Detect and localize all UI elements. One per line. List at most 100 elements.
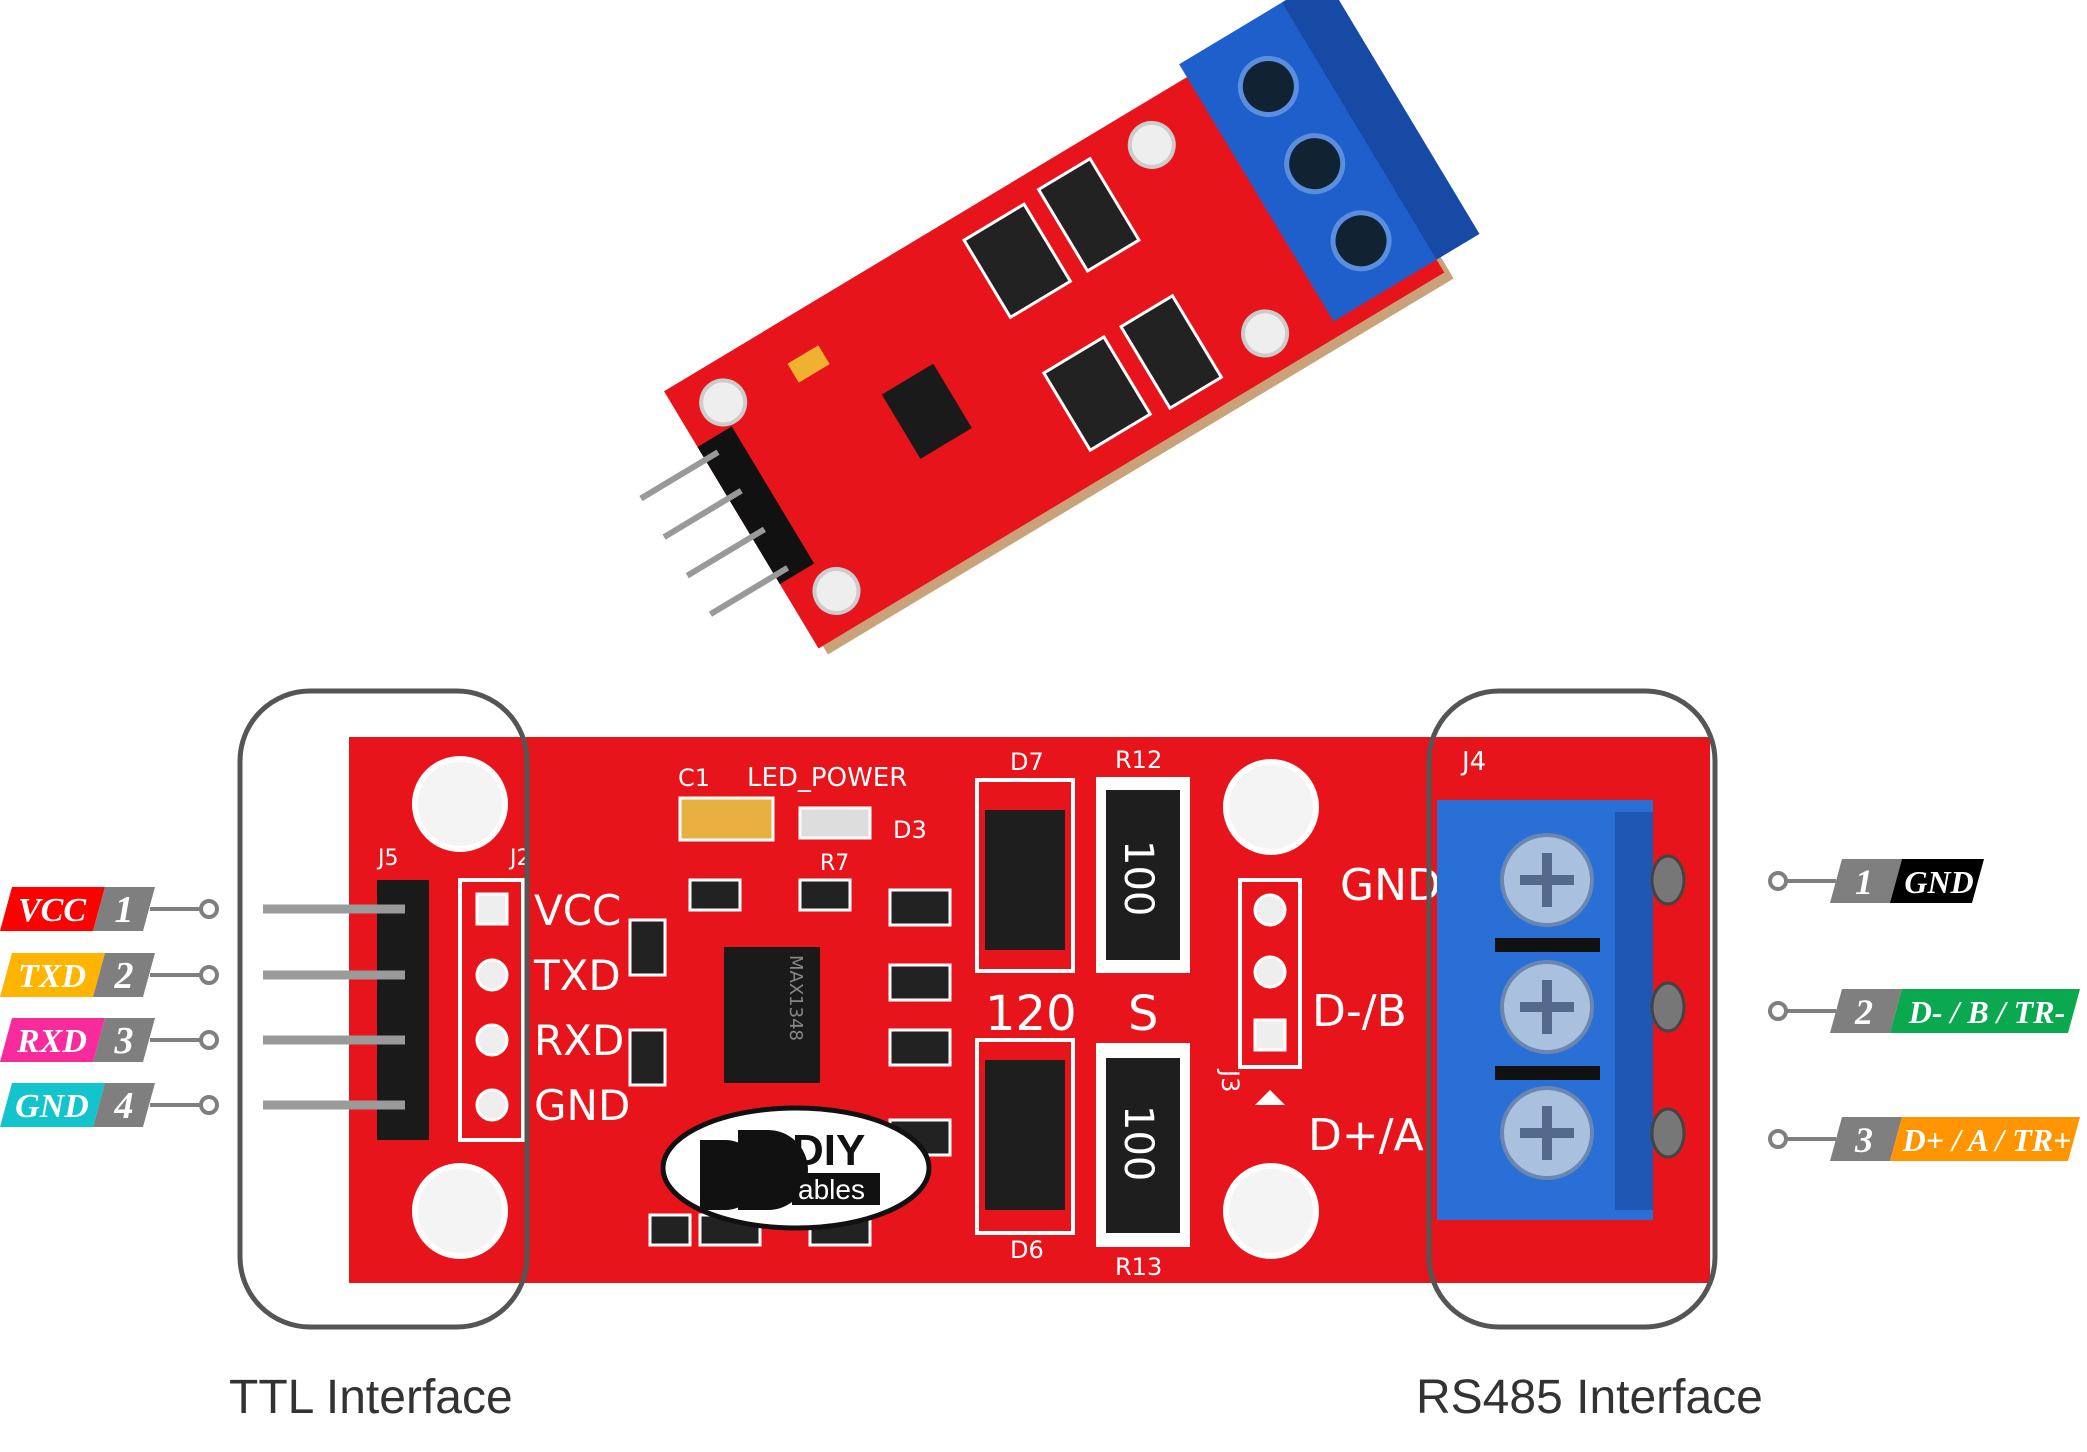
- pin-name: GND: [15, 1088, 89, 1125]
- pin-name-tag: [0, 1083, 105, 1127]
- pin-header: [697, 426, 815, 585]
- pin-name-tag: [1890, 859, 1984, 903]
- chip: [881, 363, 972, 459]
- mount-hole: [1127, 120, 1176, 169]
- diyables-logo: DIY ables: [660, 1105, 932, 1231]
- diode-d6: [985, 1060, 1065, 1210]
- pin-number: 2: [1854, 992, 1873, 1032]
- pin-header: [377, 880, 429, 1140]
- silk-txd: TXD: [533, 951, 621, 1000]
- silkscreen-box: [458, 878, 525, 1142]
- silk-d-minus-b: D-/B: [1312, 986, 1407, 1037]
- silk-j5: J5: [376, 846, 399, 871]
- module-board: J5 J2 VCC TXD RXD GND C1 LED_POWER D3 R7…: [263, 737, 1710, 1283]
- silk-r7: R7: [820, 851, 849, 876]
- diode: [961, 202, 1073, 320]
- pin-dot-icon: [1768, 1001, 1788, 1021]
- terminal-screws: [1500, 833, 1594, 1180]
- pin-name-tag: [1890, 989, 2080, 1033]
- mount-hole: [412, 756, 508, 852]
- chip: [724, 947, 820, 1083]
- pin-number-tag: [93, 1018, 155, 1062]
- pin-number-tag: [93, 1083, 155, 1127]
- pin-number: 3: [114, 1020, 134, 1062]
- capacitor: [787, 345, 830, 383]
- pin-number-tag: [93, 953, 155, 997]
- logo-text-ables: ables: [798, 1174, 865, 1205]
- diode-d7: [985, 810, 1065, 950]
- pin-number: 2: [114, 955, 134, 997]
- silkscreen-box: [975, 778, 1075, 973]
- ttl-pin-label-vcc: VCC 1: [0, 887, 219, 931]
- pin1-marker: [1255, 1090, 1285, 1105]
- ttl-pin-label-gnd: GND 4: [0, 1083, 219, 1127]
- mount-hole: [1223, 759, 1319, 855]
- pin-number-tag: [1830, 1117, 1902, 1161]
- silk-d7: D7: [1010, 748, 1044, 776]
- terminal-pins: [1650, 854, 1686, 1159]
- ttl-pin-label-txd: TXD 2: [0, 953, 219, 997]
- pin-dot-icon: [199, 899, 219, 919]
- mount-holes: [412, 756, 1319, 1259]
- screw-icon: [1330, 210, 1392, 272]
- mount-hole: [699, 378, 748, 427]
- ttl-interface-caption: TTL Interface: [229, 1371, 513, 1424]
- pin-name: VCC: [18, 892, 86, 929]
- mount-hole: [1223, 1163, 1319, 1259]
- ttl-pin-label-rxd: RXD 3: [0, 1018, 219, 1062]
- pin-dot-icon: [1768, 871, 1788, 891]
- silk-gnd-rs485: GND: [1340, 860, 1441, 911]
- pin-name: D- / B / TR-: [1908, 994, 2065, 1030]
- pin-number-tag: [93, 887, 155, 931]
- pads: [475, 892, 509, 1122]
- diode: [1041, 334, 1153, 453]
- pin-name: TXD: [18, 958, 86, 995]
- header-pins: [639, 449, 790, 617]
- capacitor: [678, 796, 775, 842]
- pin-number: 3: [1854, 1120, 1873, 1160]
- mount-hole: [1241, 309, 1290, 358]
- silk-gnd: GND: [534, 1081, 630, 1130]
- pin-dot-icon: [1768, 1129, 1788, 1149]
- pin-number: 1: [115, 889, 134, 931]
- pin-number-tag: [1830, 859, 1902, 903]
- pin-name-tag: [1890, 1117, 2080, 1161]
- pin-dot-icon: [199, 1095, 219, 1115]
- silk-r12: R12: [1115, 746, 1162, 774]
- pin-name-tag: [0, 887, 105, 931]
- pin-dot-icon: [199, 1030, 219, 1050]
- silk-120: 120: [985, 986, 1077, 1042]
- module-photo: [639, 0, 1480, 655]
- pin-name: D+ / A / TR+: [1902, 1122, 2072, 1158]
- rs485-interface-caption: RS485 Interface: [1416, 1371, 1763, 1424]
- header-pins: [263, 904, 405, 1110]
- silk-led-power: LED_POWER: [747, 763, 907, 793]
- silkscreen-box: [1238, 878, 1302, 1069]
- led: [798, 806, 872, 840]
- silk-s: S: [1128, 986, 1158, 1042]
- ttl-interface-outline: [237, 688, 530, 1330]
- silk-r13: R13: [1115, 1253, 1162, 1281]
- silk-j4: J4: [1460, 747, 1486, 777]
- terminal-divider: [1495, 1066, 1600, 1080]
- silk-d-plus-a: D+/A: [1308, 1110, 1424, 1161]
- terminal-divider: [1495, 938, 1600, 952]
- resistor: [1036, 156, 1142, 274]
- silk-c1: C1: [678, 764, 710, 792]
- pin-number: 4: [114, 1085, 134, 1127]
- terminal-block-side: [1615, 812, 1653, 1210]
- silk-rxd: RXD: [534, 1016, 624, 1065]
- logo-text-diy: DIY: [792, 1126, 865, 1175]
- resistor-r13-value: 100: [1115, 1105, 1161, 1181]
- screw-icon: [1237, 56, 1299, 118]
- rs485-interface-outline: [1426, 688, 1718, 1330]
- pin-name: RXD: [16, 1023, 87, 1060]
- silk-j3: J3: [1216, 1068, 1244, 1092]
- resistor-r12: [1106, 790, 1180, 960]
- pin-name-tag: [0, 953, 105, 997]
- rs485-pin-label-3: 3 D+ / A / TR+: [1768, 1117, 2080, 1161]
